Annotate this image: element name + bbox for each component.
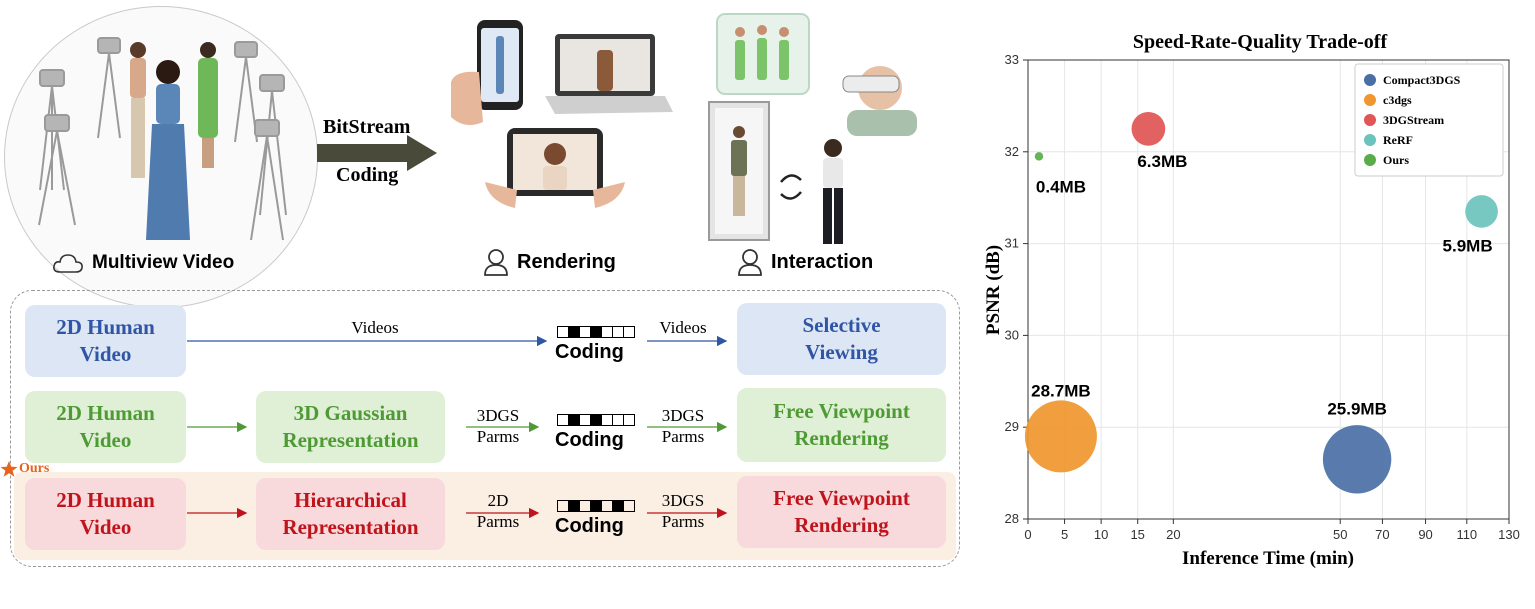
arrow-top-label: BitStream [323, 116, 411, 138]
x-tick-label: 90 [1418, 527, 1432, 542]
rendering-label: Rendering [517, 250, 616, 273]
chart-title: Speed-Rate-Quality Trade-off [1133, 31, 1388, 53]
row1-start-box: 2D Human Video [25, 305, 186, 377]
bubble-3dgstream [1131, 111, 1166, 146]
legend-marker-ours [1364, 154, 1376, 166]
row2-edge2-label: 3DGS Parms [476, 406, 520, 446]
capture-booth [708, 101, 770, 241]
y-tick-label: 28 [1005, 511, 1019, 526]
x-tick-label: 20 [1166, 527, 1180, 542]
row2-bitstream [557, 414, 635, 426]
row2-start-box: 2D Human Video [25, 391, 186, 463]
phone-illustration [451, 20, 523, 126]
y-tick-label: 33 [1005, 52, 1019, 67]
x-tick-label: 70 [1375, 527, 1389, 542]
bitstream-arrow [317, 135, 437, 171]
row2-coding-label: Coding [555, 429, 624, 451]
rendering-devices [451, 20, 673, 208]
x-tick-label: 0 [1024, 527, 1031, 542]
interaction-illustration [708, 13, 917, 244]
row1-edge1-label: Videos [351, 318, 399, 337]
legend-label-ours: Ours [1383, 153, 1409, 167]
interaction-caption: Interaction [737, 248, 873, 276]
ours-label: Ours [19, 461, 50, 476]
x-tick-label: 50 [1333, 527, 1347, 542]
size-label-3dgstream: 6.3MB [1137, 152, 1187, 171]
user-icon [738, 249, 762, 276]
chart-points [1024, 111, 1498, 494]
laptop-illustration [545, 34, 673, 114]
row2-end-box: Free Viewpoint Rendering [737, 388, 946, 462]
row3-edge3-label: 3DGS Parms [661, 491, 705, 531]
x-tick-label: 130 [1498, 527, 1520, 542]
legend-label-c3dgs: c3dgs [1383, 93, 1412, 107]
chart-ticks: 0 5 10 15 20 50 70 90 110 130 28 29 30 31 32 33 [1005, 52, 1520, 542]
row1-coding-label: Coding [555, 341, 624, 363]
x-tick-label: 110 [1456, 527, 1477, 542]
legend-marker-compact3dgs [1364, 74, 1376, 86]
legend-label-rerf: ReRF [1383, 133, 1413, 147]
plot-frame [1027, 59, 1510, 520]
arrow-bottom-label: Coding [336, 164, 399, 186]
standing-person [823, 139, 843, 244]
size-label-c3dgs: 28.7MB [1031, 381, 1091, 400]
row1-edge3-label: Videos [659, 318, 707, 337]
row2-mid-box: 3D Gaussian Representation [256, 391, 445, 463]
multiview-illustration [38, 37, 287, 241]
size-label-compact3dgs: 25.9MB [1327, 399, 1387, 418]
row2-edge3-label: 3DGS Parms [661, 406, 705, 446]
x-tick-label: 10 [1094, 527, 1108, 542]
size-label-ours: 0.4MB [1036, 177, 1086, 196]
bubble-c3dgs [1024, 400, 1097, 473]
multiview-label: Multiview Video [92, 252, 235, 273]
user-icon [484, 249, 508, 276]
row3-start-box: 2D Human Video [25, 478, 186, 550]
legend-marker-rerf [1364, 134, 1376, 146]
bubble-rerf [1465, 195, 1498, 228]
pipeline-frame [10, 290, 960, 567]
row3-end-box: Free Viewpoint Rendering [737, 476, 946, 548]
row1-end-box: Selective Viewing [737, 303, 946, 375]
legend-label-3dgstream: 3DGStream [1383, 113, 1444, 127]
tablet-illustration [485, 128, 625, 208]
legend-marker-c3dgs [1364, 94, 1376, 106]
tradeoff-chart: Speed-Rate-Quality Trade-off 0 5 10 15 20 50 7… [985, 31, 1520, 569]
y-tick-label: 30 [1005, 327, 1019, 342]
legend-label-compact3dgs: Compact3DGS [1383, 73, 1461, 87]
rendering-caption: Rendering [483, 248, 616, 276]
row1-bitstream [557, 326, 635, 338]
cloud-icon [53, 254, 83, 273]
bubble-compact3dgs [1322, 425, 1392, 494]
star-icon [0, 461, 18, 477]
row3-coding-label: Coding [555, 515, 624, 537]
row3-bitstream [557, 500, 635, 512]
y-tick-label: 31 [1005, 236, 1019, 251]
size-label-rerf: 5.9MB [1443, 236, 1493, 255]
vr-person [842, 66, 917, 136]
legend-marker-3dgstream [1364, 114, 1376, 126]
y-tick-label: 32 [1005, 144, 1019, 159]
row3-edge2-label: 2D Parms [476, 491, 520, 531]
x-axis-title: Inference Time (min) [1182, 548, 1354, 569]
x-tick-label: 15 [1130, 527, 1144, 542]
chart-size-labels: 25.9MB 28.7MB 6.3MB 5.9MB 0.4MB [1031, 152, 1492, 418]
y-tick-label: 29 [1005, 419, 1019, 434]
ours-marker: Ours [0, 460, 49, 478]
swap-arrows [780, 174, 802, 200]
y-axis-title: PSNR (dB) [985, 245, 1004, 335]
multiview-caption: Multiview Video [52, 252, 234, 274]
interaction-label: Interaction [771, 250, 874, 273]
row3-mid-box: Hierarchical Representation [256, 478, 445, 550]
pipeline-arrows [187, 335, 728, 519]
x-tick-label: 5 [1061, 527, 1068, 542]
bubble-ours [1034, 152, 1044, 161]
